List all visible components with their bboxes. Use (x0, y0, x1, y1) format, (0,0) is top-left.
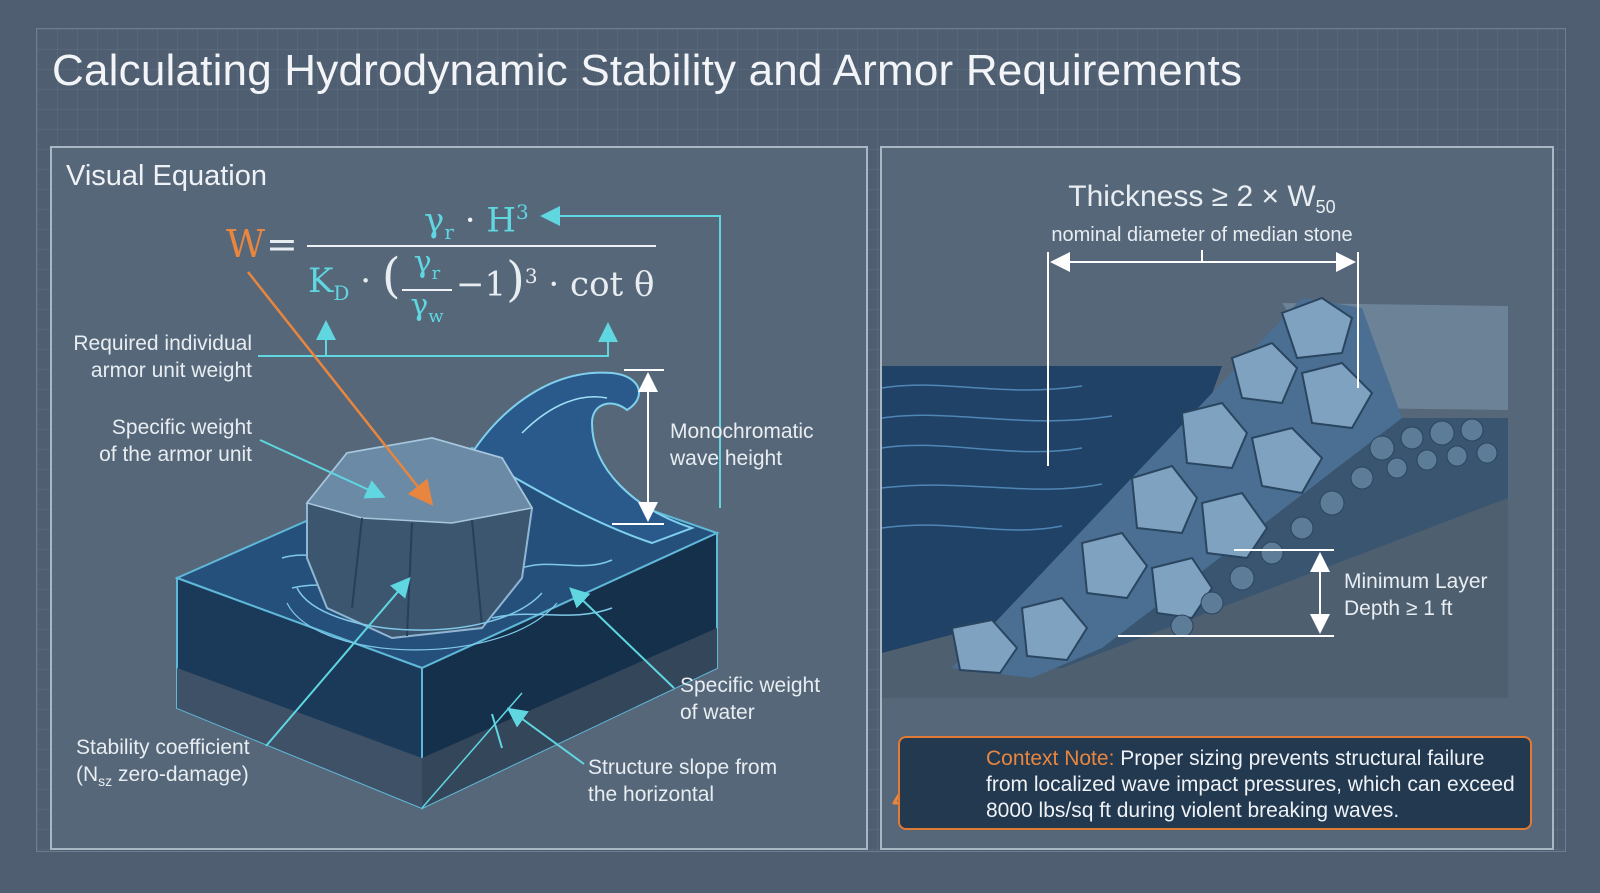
numerator: γr · H3 (424, 192, 529, 252)
ratio-bottom-subscript: w (428, 306, 444, 327)
minimum-layer-label: Minimum Layer Depth ≥ 1 ft (1344, 570, 1488, 620)
gamma-r-subscript: r (444, 220, 454, 245)
page-title: Calculating Hydrodynamic Stability and A… (52, 46, 1243, 95)
denominator-dot-1: · (360, 261, 372, 301)
stability-coefficient-symbol: K (308, 261, 334, 301)
weight-arrow (247, 271, 434, 506)
thickness-caption: nominal diameter of median stone (1051, 224, 1353, 246)
ratio-bottom-gamma: γ (410, 288, 429, 323)
sediment-layer (177, 668, 422, 808)
visual-equation-heading: Visual Equation (66, 160, 268, 192)
open-paren: ( (381, 248, 401, 304)
close-paren: ) (506, 251, 525, 308)
armor-unit-illustration (174, 206, 721, 810)
gamma-r-symbol: γ (424, 200, 445, 241)
label-water-specific-weight: Specific weight of water (680, 674, 821, 724)
denominator-dot-2: · (548, 264, 560, 305)
cot-theta: cot θ (570, 264, 655, 305)
sea-water (882, 366, 1222, 653)
density-ratio: γr γw (402, 248, 452, 332)
label-wave-height: Monochromatic wave height (670, 420, 814, 470)
context-note-body: Proper sizing prevents structural failur… (986, 747, 1515, 822)
denominator: KD · ( (308, 252, 401, 313)
label-armor-unit-weight: Required individual armor unit weight (73, 332, 252, 382)
context-note-heading: Context Note: (986, 747, 1115, 770)
stability-coefficient-subscript: D (333, 280, 350, 305)
rubble-revetment-illustration (882, 250, 1508, 805)
wave-height-exponent: 3 (515, 200, 529, 224)
wave-height-symbol: H (486, 200, 516, 241)
armor-layer-panel: Thickness ≥ 2 × W50 nominal diameter of … (880, 146, 1554, 850)
numerator-dot: · (464, 200, 476, 241)
cube-exponent: 3 (524, 264, 538, 288)
equation-lhs-w: W (226, 222, 266, 266)
label-structure-slope: Structure slope from the horizontal (588, 756, 778, 806)
minus-one: −1 (456, 264, 507, 305)
denominator-tail: −1)3 · cot θ (456, 255, 655, 305)
equation-equals: = (266, 222, 298, 266)
label-armor-specific-weight: Specific weight of the armor unit (99, 416, 252, 466)
ratio-top-gamma: γ (413, 245, 432, 280)
ratio-top-subscript: r (431, 263, 441, 284)
breaking-wave (470, 371, 695, 545)
label-stability-coefficient: Stability coefficient (Nsz zero-damage) (76, 736, 250, 790)
thickness-rule: Thickness ≥ 2 × W50 (1068, 180, 1336, 217)
visual-equation-panel: Visual Equation (50, 146, 868, 850)
context-note-text: Context Note: Proper sizing prevents str… (986, 746, 1526, 824)
context-note-box: Context Note: Proper sizing prevents str… (898, 736, 1532, 830)
